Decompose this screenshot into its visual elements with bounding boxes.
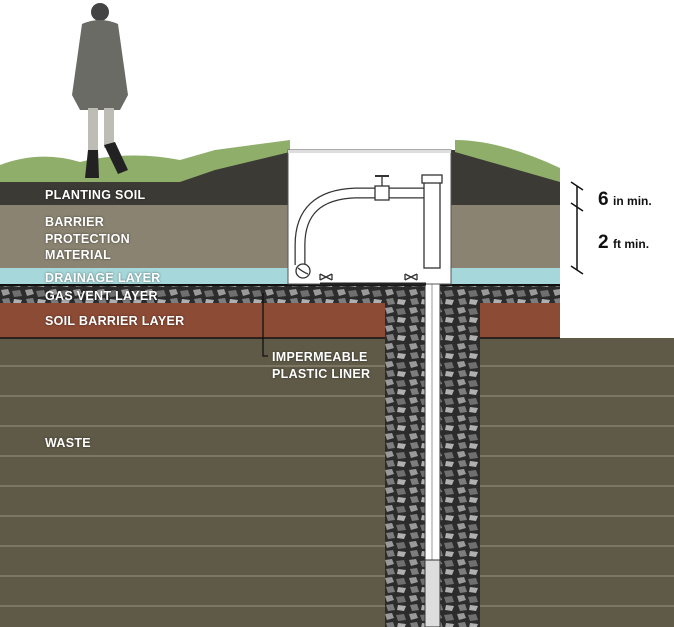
label-drainage-layer: DRAINAGE LAYER [45,271,161,285]
label-waste: WASTE [45,436,91,450]
dimension-marker [570,181,584,275]
dimension-6in: 6 in min. [598,189,652,211]
label-planting-soil: PLANTING SOIL [45,188,146,202]
dimension-2ft-value: 2 [598,232,609,253]
dimension-2ft-unit: ft min. [613,237,650,251]
label-liner-line1: IMPERMEABLE [272,350,368,364]
gas-vent-layer [0,285,560,303]
label-soil-barrier-layer: SOIL BARRIER LAYER [45,314,185,328]
label-barrier-line1: BARRIER [45,215,105,229]
dimension-2ft: 2 ft min. [598,232,649,254]
grass [0,140,290,182]
liner-callout-line [262,293,268,357]
dimension-6in-unit: in min. [613,194,652,208]
waste-layer [0,338,674,627]
label-gas-vent-layer: GAS VENT LAYER [45,289,158,303]
label-barrier-line3: MATERIAL [45,248,112,262]
barrier-protection-layer [0,205,560,268]
dimension-6in-value: 6 [598,189,609,210]
person-figure [72,3,128,178]
pipe-assembly [294,174,443,281]
label-barrier-line2: PROTECTION [45,232,130,246]
label-liner-line2: PLASTIC LINER [272,367,371,381]
